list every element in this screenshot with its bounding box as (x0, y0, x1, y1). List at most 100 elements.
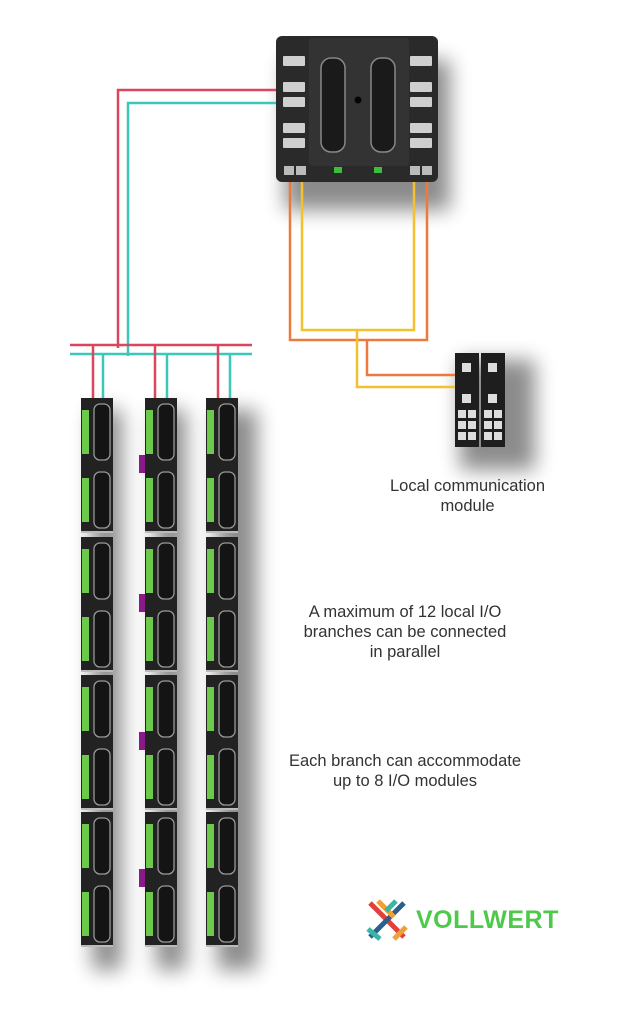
terminal-block (146, 824, 153, 868)
controller-port (410, 82, 432, 92)
terminal-block (207, 549, 214, 593)
io-connector (93, 471, 111, 529)
controller-bottom-port (422, 166, 432, 175)
terminal-block (146, 687, 153, 731)
module-divider (81, 531, 113, 533)
ethernet-port (494, 421, 502, 429)
controller-port (283, 97, 305, 107)
io-connector (93, 680, 111, 738)
terminal-block (146, 478, 153, 522)
bus-red-trunk (116, 88, 290, 348)
ethernet-port (494, 432, 502, 440)
terminal-block (82, 755, 89, 799)
io-module-pair (139, 812, 177, 947)
max-label-line2: branches can be connected (303, 623, 507, 641)
io-connector (93, 748, 111, 806)
ethernet-port (484, 421, 492, 429)
terminal-block (207, 478, 214, 522)
local-communication-module (455, 353, 505, 447)
terminal-block (207, 824, 214, 868)
io-connector (218, 403, 236, 461)
terminal-block (82, 549, 89, 593)
cable-orange-to-comm (365, 340, 460, 377)
io-connector (157, 610, 175, 668)
controller-bottom-port (284, 166, 294, 175)
ethernet-port (468, 410, 476, 418)
controller-port (410, 123, 432, 133)
controller-bottom-port (410, 166, 420, 175)
purple-marker (139, 455, 145, 473)
controller-port (283, 82, 305, 92)
io-connector (93, 885, 111, 943)
io-connector (93, 817, 111, 875)
terminal-block (146, 549, 153, 593)
terminal-block (82, 892, 89, 936)
terminal-block (207, 755, 214, 799)
module-divider (81, 808, 113, 810)
io-connector (157, 748, 175, 806)
comm-port (488, 394, 497, 403)
io-connector (218, 680, 236, 738)
io-connector (157, 542, 175, 600)
controller-bottom-port (296, 166, 306, 175)
controller-module (276, 36, 438, 182)
bus-teal-trunk (126, 101, 290, 356)
ethernet-port (494, 410, 502, 418)
terminal-block (82, 410, 89, 454)
module-divider (145, 808, 177, 810)
terminal-block (82, 687, 89, 731)
capacity-label-line2: up to 8 I/O modules (333, 772, 477, 790)
controller-port (283, 123, 305, 133)
purple-marker (139, 594, 145, 612)
terminal-block (82, 617, 89, 661)
io-branches (81, 398, 238, 947)
purple-marker (139, 732, 145, 750)
module-divider (206, 808, 238, 810)
max-branches-label: A maximum of 12 local I/O branches can b… (270, 602, 540, 662)
ethernet-port (458, 421, 466, 429)
io-module-pair (81, 812, 113, 947)
io-connector (218, 610, 236, 668)
module-divider (206, 945, 238, 947)
cable-orange-left (288, 175, 429, 342)
io-connector (157, 885, 175, 943)
io-connector (218, 471, 236, 529)
max-label-line1: A maximum of 12 local I/O (308, 603, 502, 621)
cable-yellow-to-comm (355, 330, 460, 389)
purple-marker (139, 869, 145, 887)
io-module-pair (139, 675, 177, 810)
controller-port (283, 138, 305, 148)
ethernet-port (484, 410, 492, 418)
branch-capacity-label: Each branch can accommodate up to 8 I/O … (255, 751, 555, 791)
ethernet-port (468, 421, 476, 429)
io-connector (93, 542, 111, 600)
terminal-block (146, 892, 153, 936)
comm-module-label: Local communication module (360, 476, 575, 516)
module-divider (81, 670, 113, 672)
comm-label-line2: module (440, 497, 495, 515)
comm-port (462, 363, 471, 372)
terminal-block (82, 478, 89, 522)
io-module-pair (139, 398, 177, 533)
io-module-pair (206, 812, 238, 947)
module-divider (145, 945, 177, 947)
terminal-block (82, 824, 89, 868)
io-module-pair (81, 675, 113, 810)
comm-port (462, 394, 471, 403)
terminal-block (207, 687, 214, 731)
capacity-label-line1: Each branch can accommodate (288, 752, 522, 770)
io-module-pair (81, 537, 113, 672)
io-connector (157, 471, 175, 529)
io-module-pair (206, 675, 238, 810)
comm-label-line1: Local communication (390, 477, 545, 495)
io-module-pair (206, 398, 238, 533)
module-divider (145, 531, 177, 533)
module-divider (81, 945, 113, 947)
terminal-block (146, 410, 153, 454)
terminal-block (207, 410, 214, 454)
io-module-pair (139, 537, 177, 672)
ethernet-port (458, 410, 466, 418)
io-connector (218, 885, 236, 943)
terminal-block (146, 755, 153, 799)
io-connector (157, 403, 175, 461)
